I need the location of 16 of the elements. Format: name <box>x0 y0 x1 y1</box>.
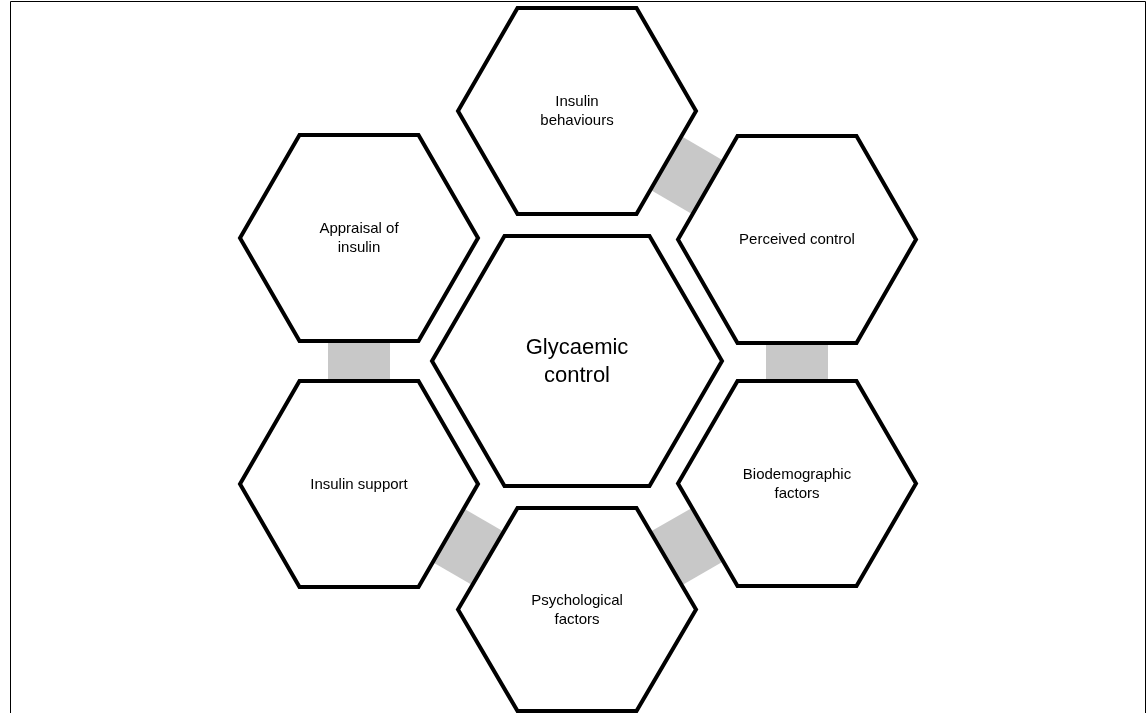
node-label: Biodemographic factors <box>741 464 853 503</box>
connector-band <box>766 343 828 381</box>
hexagon <box>458 508 696 711</box>
node-label: Glycaemic control <box>524 333 630 389</box>
hexagon <box>432 236 722 486</box>
node-label: Psychological factors <box>530 590 624 629</box>
hexagon <box>678 381 916 586</box>
node-label: Insulin behaviours <box>539 92 615 130</box>
node-label: Insulin support <box>310 474 408 494</box>
hexagon <box>240 381 478 587</box>
hexagon <box>458 8 696 214</box>
connector-band <box>328 341 390 381</box>
node-label: Appraisal of insulin <box>318 219 400 257</box>
hexagon <box>678 136 916 343</box>
hexagon <box>240 135 478 341</box>
node-label: Perceived control <box>739 230 855 249</box>
